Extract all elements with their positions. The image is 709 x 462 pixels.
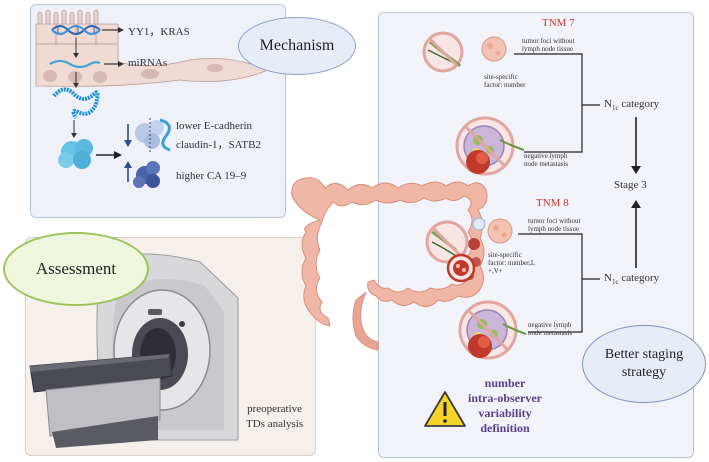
mri-scanner-illustration	[29, 253, 239, 448]
tnm7-site-label: site-specific factor: number	[484, 73, 525, 89]
issue-definition: definition	[480, 421, 530, 435]
issue-number: number	[484, 376, 526, 390]
tnm7-category: N1c category	[604, 98, 659, 112]
tnm8-foci-label: tumor foci without lymph node tissue	[528, 217, 581, 233]
mechanism-title: Mechanism	[238, 17, 356, 75]
issue-intra-observer: intra-observer	[468, 391, 542, 405]
tnm8-node-line1: negative lymph	[528, 321, 572, 329]
lower-label-line2: claudin-1，SATB2	[176, 139, 261, 151]
lymph-node-prohibited-icon-2	[458, 300, 527, 360]
assessment-title-text: Assessment	[35, 259, 117, 278]
mirna-label: miRNAs	[128, 57, 168, 69]
ca19-9-protein-icon	[133, 161, 160, 188]
strategy-ellipse: Better staging strategy	[582, 325, 706, 403]
tumor-foci-icon-2	[487, 218, 513, 244]
tumor-foci-icon	[481, 36, 507, 62]
cell-layer-illustration	[35, 9, 270, 87]
lymph-node-prohibited-icon	[455, 116, 525, 176]
tnm7-node-label: negative lymph node metastasis	[524, 152, 568, 168]
tnm8-node-label: negative lymph node metastasis	[528, 321, 572, 337]
tnm8-site-line3: +,V+	[488, 267, 503, 275]
tnm7-foci-label: tumor foci without lymph node tissue	[522, 37, 575, 53]
tnm7-node-line2: node metastasis	[524, 160, 569, 168]
tnm7-connector	[514, 53, 600, 153]
prohibited-vessel-icon-2	[425, 217, 486, 283]
assessment-caption-line1: preoperative	[247, 403, 303, 415]
strategy-line1: Better staging	[604, 347, 684, 362]
gene-label: YY1，KRAS	[128, 26, 190, 38]
issue-variability: variability	[478, 406, 532, 420]
tnm8-foci-line2: lymph node tissue	[528, 225, 579, 233]
tumor-icon	[468, 238, 480, 250]
tnm7-foci-line1: tumor foci without	[522, 37, 575, 45]
tnm8-category: N1c category	[604, 272, 659, 286]
mechanism-title-text: Mechanism	[259, 37, 335, 54]
assessment-caption: preoperative TDs analysis	[246, 402, 303, 432]
assessment-title: Assessment	[3, 232, 149, 306]
tnm8-category-main: N	[604, 272, 612, 284]
mirna-icon	[49, 60, 101, 68]
receptor-protein-icon	[135, 118, 171, 152]
protein-icon	[58, 139, 93, 169]
tnm7-category-rest: category	[618, 98, 660, 110]
rna-strand-icon	[52, 87, 100, 120]
tnm7-title: TNM 7	[542, 17, 575, 29]
warning-icon	[424, 391, 466, 427]
stage-label: Stage 3	[614, 179, 647, 191]
tnm8-connector	[518, 233, 600, 333]
scanner-display-icon	[148, 309, 162, 315]
tnm7-site-line1: site-specific	[484, 73, 518, 81]
assessment-caption-line2: TDs analysis	[246, 418, 304, 430]
tnm7-foci-line2: lymph node tissue	[522, 45, 573, 53]
prohibited-vessel-icon	[422, 31, 464, 73]
issues-list: number intra-observer variability defini…	[468, 376, 542, 436]
tnm7-site-line2: factor: number	[484, 81, 526, 89]
strategy-line2: strategy	[621, 365, 667, 380]
higher-label: higher CA 19–9	[176, 170, 247, 182]
tnm8-site-line1: site-specific	[488, 251, 522, 259]
tnm8-foci-line1: tumor foci without	[528, 217, 581, 225]
tnm8-category-rest: category	[618, 272, 660, 284]
tnm8-node-line2: node metastasis	[528, 329, 573, 337]
tnm8-site-label: site-specific factor: number,L +,V+	[488, 251, 535, 275]
tnm7-category-sub: 1c	[611, 104, 619, 113]
tnm8-category-sub: 1c	[611, 278, 619, 287]
lower-label-line1: lower E-cadherin	[176, 120, 253, 132]
tnm7-node-line1: negative lymph	[524, 152, 568, 160]
dna-icon	[51, 25, 101, 35]
tnm8-site-line2: factor: number,L	[488, 259, 536, 267]
tnm8-title: TNM 8	[536, 197, 569, 209]
tnm7-category-main: N	[604, 98, 612, 110]
